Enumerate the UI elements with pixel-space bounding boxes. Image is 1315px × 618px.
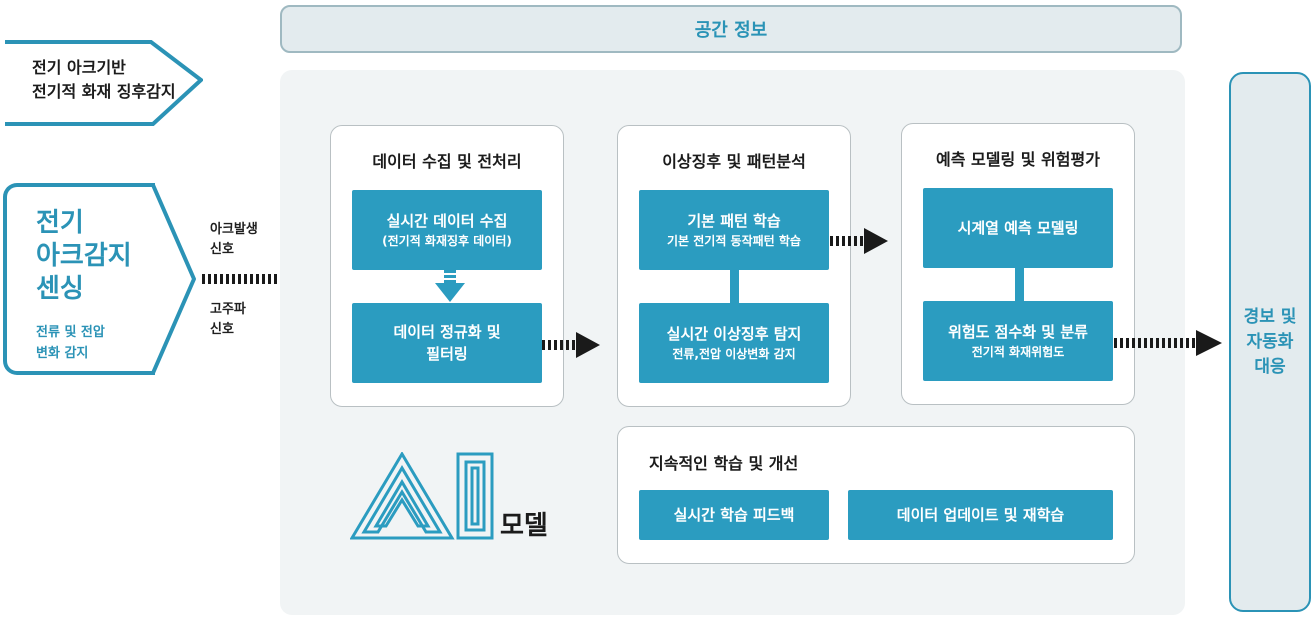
hf-signal-label: 고주파 신호: [210, 300, 246, 340]
title-line-1: 전기 아크기반: [32, 58, 126, 77]
sensing-title: 전기 아크감지 센싱: [36, 207, 132, 306]
normalize-filter-box: 데이터 정규화 및 필터링: [352, 303, 542, 383]
arc-signal-label: 아크발생 신호: [210, 220, 258, 260]
basic-pattern-sub: 기본 전기적 동작패턴 학습: [667, 233, 801, 248]
arc-signal-line-1: 아크발생: [210, 222, 258, 237]
hf-signal-line-1: 고주파: [210, 302, 246, 317]
predict-to-alert-arrow: [1114, 330, 1222, 356]
risk-score-label: 위험도 점수화 및 분류: [948, 322, 1088, 341]
pattern-to-predict-arrow: [830, 228, 888, 254]
alert-line-3: 대응: [1254, 357, 1286, 377]
risk-score-sub: 전기적 화재위험도: [971, 344, 1065, 359]
alert-response-column: [1229, 72, 1311, 612]
collect-to-pattern-arrow: [542, 332, 600, 358]
anomaly-detect-label: 실시간 이상징후 탐지: [666, 324, 802, 343]
normalize-label-2: 필터링: [426, 345, 468, 363]
ai-logo-icon: [350, 452, 494, 540]
spatial-info-label: 공간 정보: [694, 20, 768, 41]
arc-signal-line-2: 신호: [210, 242, 234, 257]
ai-model-label: 모델: [500, 511, 548, 541]
feedback-box: 실시간 학습 피드백: [639, 490, 829, 540]
sensing-arrow-tip: [150, 183, 196, 375]
alert-response-text: 경보 및 자동화 대응: [1229, 305, 1311, 380]
retrain-box: 데이터 업데이트 및 재학습: [848, 490, 1113, 540]
title-tag-shape: [5, 40, 203, 126]
stage-collect-title: 데이터 수집 및 전처리: [372, 152, 522, 171]
sensing-title-2: 아크감지: [36, 241, 132, 271]
sensing-sub-2: 변화 감지: [36, 346, 89, 361]
retrain-label: 데이터 업데이트 및 재학습: [896, 506, 1065, 524]
predict-connector: [1015, 268, 1024, 301]
down-arrow-icon: [435, 270, 465, 302]
sensing-box: [3, 183, 155, 375]
sensing-title-1: 전기: [36, 208, 84, 238]
sensing-subtitle: 전류 및 전압 변화 감지: [36, 322, 105, 364]
risk-score-box: 위험도 점수화 및 분류 전기적 화재위험도: [923, 301, 1113, 381]
spatial-info-bar: 공간 정보: [280, 5, 1182, 53]
sensing-sub-1: 전류 및 전압: [36, 325, 105, 340]
sensing-title-3: 센싱: [36, 274, 84, 304]
hf-signal-line-2: 신호: [210, 322, 234, 337]
anomaly-detect-box: 실시간 이상징후 탐지 전류,전압 이상변화 감지: [639, 303, 829, 383]
pattern-connector: [730, 270, 739, 303]
title-line-2: 전기적 화재 징후감지: [32, 82, 176, 101]
diagram-title: 전기 아크기반 전기적 화재 징후감지: [32, 56, 176, 104]
stage-learning-title: 지속적인 학습 및 개선: [649, 454, 799, 473]
alert-line-1: 경보 및: [1243, 307, 1297, 327]
alert-line-2: 자동화: [1246, 332, 1294, 352]
timeseries-box: 시계열 예측 모델링: [923, 188, 1113, 268]
realtime-collect-label: 실시간 데이터 수집: [386, 211, 508, 230]
stage-predict-title: 예측 모델링 및 위험평가: [936, 150, 1100, 169]
feedback-label: 실시간 학습 피드백: [673, 506, 795, 524]
normalize-label-1: 데이터 정규화 및: [393, 323, 501, 341]
timeseries-label: 시계열 예측 모델링: [957, 219, 1079, 237]
basic-pattern-box: 기본 패턴 학습 기본 전기적 동작패턴 학습: [639, 190, 829, 270]
anomaly-detect-sub: 전류,전압 이상변화 감지: [672, 346, 796, 361]
basic-pattern-label: 기본 패턴 학습: [687, 211, 781, 230]
realtime-collect-sub: (전기적 화재징후 데이터): [382, 233, 512, 248]
realtime-collect-box: 실시간 데이터 수집 (전기적 화재징후 데이터): [352, 190, 542, 270]
stage-pattern-title: 이상징후 및 패턴분석: [662, 152, 806, 171]
